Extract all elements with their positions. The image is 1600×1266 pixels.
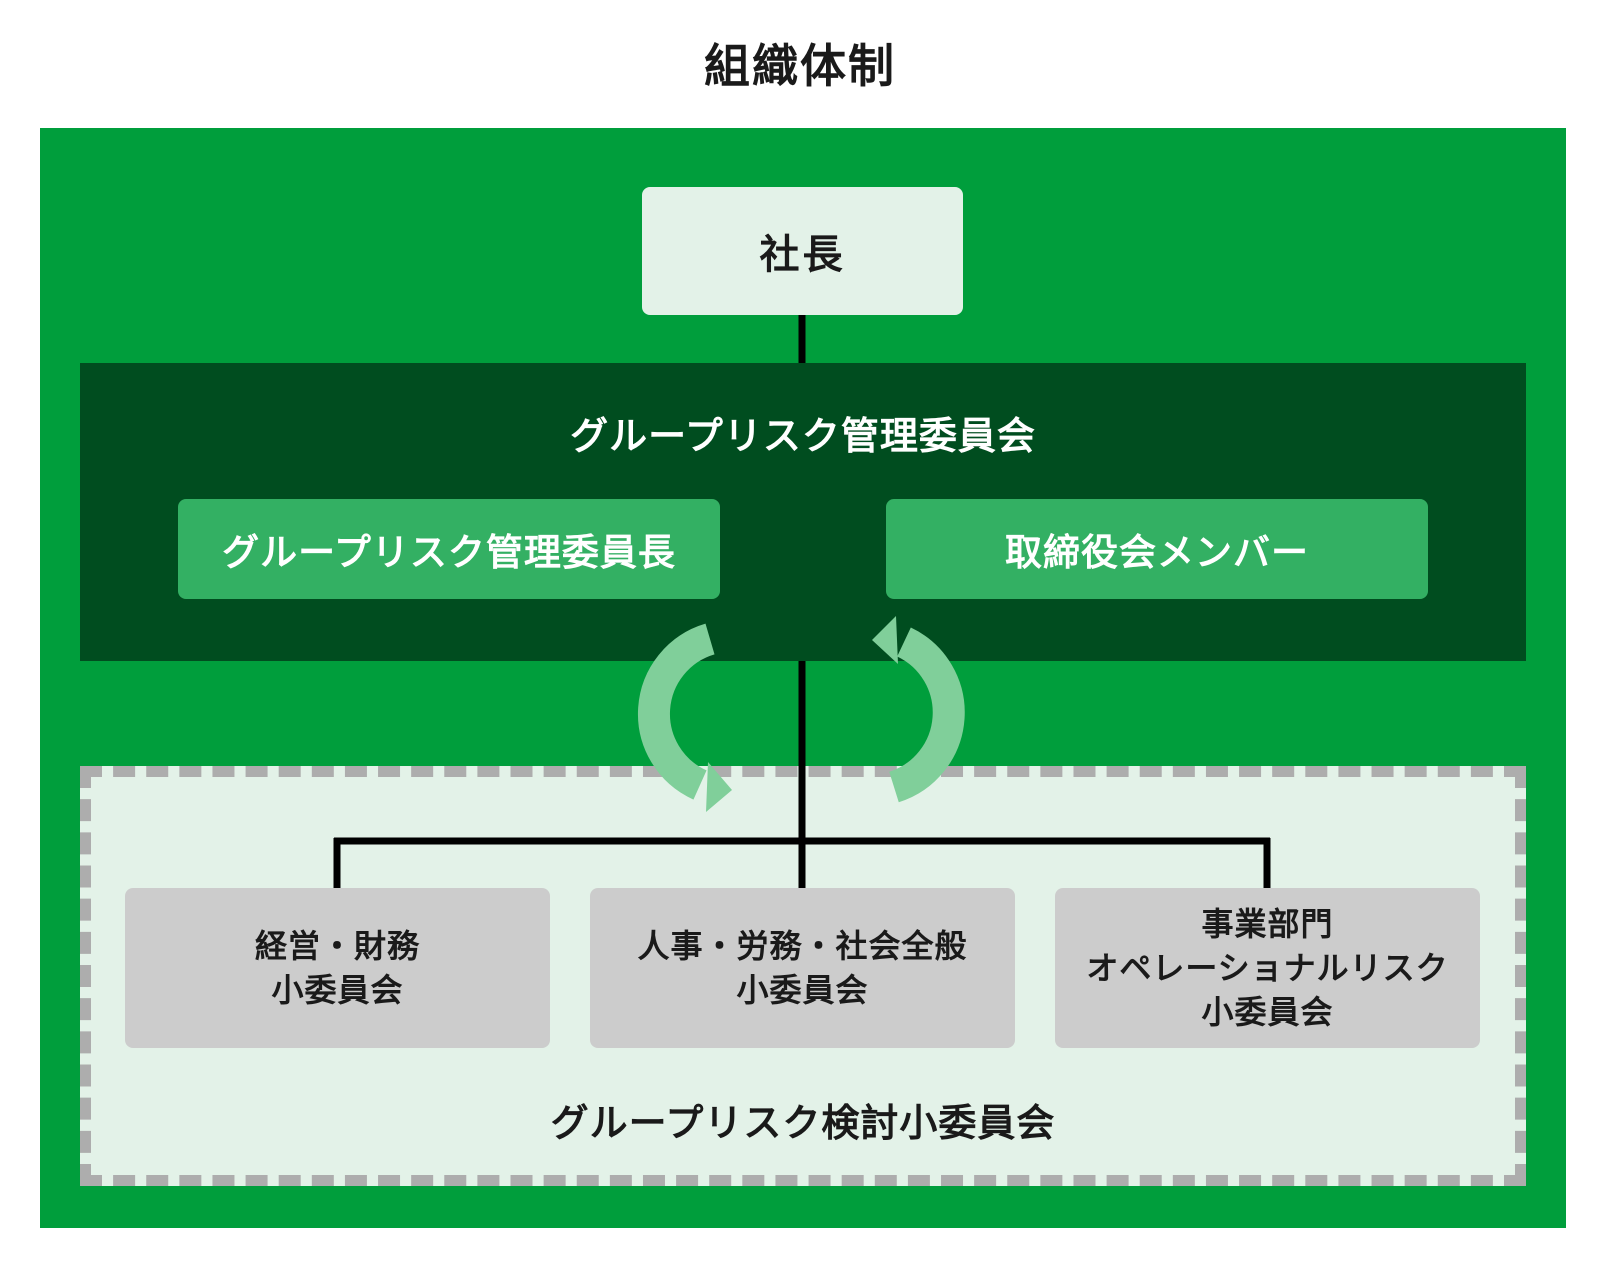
president-label: 社長: [759, 232, 846, 278]
counterclockwise-cycle-arrow-icon: [637, 623, 732, 812]
sub-committee-line: 人事・労務・社会全般: [637, 927, 968, 965]
risk-committee-title: グループリスク管理委員会: [570, 414, 1036, 458]
board-members-label: 取締役会メンバー: [1005, 531, 1309, 574]
sub-committee-line: オペレーショナルリスク: [1086, 949, 1449, 987]
sub-committee-box-hr-labor-social: 人事・労務・社会全般 小委員会: [590, 888, 1015, 1048]
committee-chair-box: グループリスク管理委員長: [178, 499, 720, 599]
sub-committee-line: 事業部門: [1201, 905, 1334, 943]
sub-committee-title: グループリスク検討小委員会: [550, 1101, 1056, 1145]
president-box: 社長: [642, 187, 963, 315]
board-members-box: 取締役会メンバー: [886, 499, 1428, 599]
page-title: 組織体制: [704, 39, 896, 93]
sub-committee-box-operational-risk: 事業部門 オペレーショナルリスク 小委員会: [1055, 888, 1480, 1048]
clockwise-cycle-arrow-icon: [872, 616, 965, 803]
sub-committee-line: 経営・財務: [254, 927, 420, 965]
sub-committee-line: 小委員会: [271, 971, 404, 1009]
committee-chair-label: グループリスク管理委員長: [222, 531, 676, 574]
sub-committee-line: 小委員会: [1201, 993, 1334, 1031]
sub-committee-line: 小委員会: [736, 971, 869, 1009]
sub-committee-box-management-finance: 経営・財務 小委員会: [125, 888, 550, 1048]
